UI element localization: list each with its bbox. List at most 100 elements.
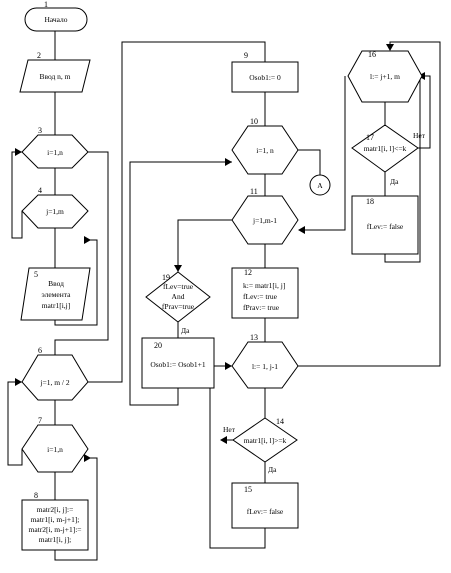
block-8-label-line-1: matr2[i, j]:= (37, 505, 74, 514)
block-18-label: fLev:= false (367, 222, 404, 231)
block-10-number: 10 (250, 117, 258, 126)
connector-a-label: A (317, 181, 323, 190)
block-3-loop (21, 134, 89, 169)
block-9-label: Osob1:= 0 (249, 73, 281, 82)
block-20-number: 20 (154, 341, 162, 350)
arrowhead (15, 148, 22, 156)
block-12-label-line-3: fPrav:= true (243, 303, 280, 312)
edge-15-loop13 (209, 365, 266, 549)
block-8-number: 8 (34, 491, 38, 500)
block-10-label: i=1, n (256, 146, 274, 155)
arrowhead (225, 362, 232, 370)
block-3-number: 3 (38, 126, 42, 135)
block-8-process (21, 499, 89, 551)
block-1-start-terminator (24, 7, 88, 32)
edge-loop3-exit-6 (54, 151, 109, 355)
block-14-branch-no: Нет (223, 425, 236, 434)
block-11-label: j=1,m-1 (252, 216, 277, 225)
arrowhead (225, 158, 232, 166)
edge-5-loop4 (54, 239, 98, 326)
block-3-label: i=1,n (47, 148, 63, 157)
block-14-number: 14 (276, 417, 284, 426)
block-12-process (231, 267, 299, 319)
block-13-number: 13 (250, 333, 258, 342)
block-5-label-line-1: Ввод (48, 279, 64, 288)
block-2-number: 2 (37, 51, 41, 60)
block-10-loop (231, 125, 299, 175)
block-4-number: 4 (38, 186, 42, 195)
block-18-number: 18 (366, 197, 374, 206)
block-19-label-line-3: fPrav=true (162, 302, 195, 311)
block-17-branch-no: Нет (413, 131, 426, 140)
block-19-label-line-1: fLev=true (163, 282, 194, 291)
connector-a (309, 174, 331, 196)
block-17-decision (351, 124, 419, 173)
block-6-number: 6 (38, 346, 42, 355)
block-4-label: j=1,m (45, 207, 64, 216)
block-11-loop (231, 195, 299, 245)
arrowhead (220, 436, 227, 444)
arrowhead (15, 378, 22, 386)
block-8-label-line-4: matr1[i, j]; (39, 535, 72, 544)
block-1-number: 1 (44, 0, 48, 9)
edge-18-loop16 (384, 76, 421, 263)
block-20-process (141, 337, 215, 389)
block-7-loop (21, 424, 89, 473)
block-20-label: Osob1:= Osob1+1 (150, 360, 206, 369)
block-17-number: 17 (366, 133, 374, 142)
block-5-input (20, 267, 91, 321)
block-2-input (19, 59, 91, 93)
block-6-label: j=1, m / 2 (39, 378, 69, 387)
block-4-loop (21, 194, 89, 229)
block-13-label: l:= 1, j-1 (252, 362, 278, 371)
block-12-number: 12 (244, 268, 252, 277)
edge-8-loop7 (54, 457, 98, 561)
block-7-label: i=1,n (47, 445, 63, 454)
arrowhead (84, 236, 91, 244)
block-1-label: Начало (44, 15, 67, 24)
arrowhead (174, 265, 182, 272)
block-17-label: matr1[i, l]<=k (364, 144, 407, 153)
edge-10-connector-A (298, 149, 321, 175)
block-5-label-line-3: matr1[i,j] (42, 301, 71, 310)
block-17-branch-yes: Да (390, 177, 399, 186)
block-19-decision (145, 271, 211, 323)
block-15-process (231, 482, 299, 529)
block-11-number: 11 (250, 187, 258, 196)
block-6-loop (21, 354, 89, 401)
block-2-label: Ввод n, m (39, 72, 70, 81)
block-19-number: 19 (162, 273, 170, 282)
arrowheads (15, 44, 425, 462)
edge-17-no-loop16 (418, 75, 431, 149)
arrowhead (386, 44, 394, 51)
block-13-loop (231, 341, 299, 389)
block-14-branch-yes: Да (268, 465, 277, 474)
block-9-process (231, 61, 299, 93)
block-16-number: 16 (368, 50, 376, 59)
block-14-decision (232, 417, 298, 463)
block-19-branch-yes: Да (181, 326, 190, 335)
block-9-number: 9 (244, 51, 248, 60)
block-18-process (351, 195, 419, 255)
block-7-number: 7 (38, 416, 42, 425)
block-8-label-line-2: matr1[i, m-j+1]; (31, 515, 80, 524)
block-16-loop (347, 50, 423, 103)
edge-loop4-exit-loop3 (11, 151, 23, 239)
block-5-label-line-2: элемента (42, 290, 72, 299)
edge-20-return-10 (129, 161, 232, 406)
block-8-label-line-3: matr2[i, m-j+1]:= (28, 525, 81, 534)
block-15-number: 15 (244, 485, 252, 494)
block-14-label: matr1[i, l]>=k (244, 436, 287, 445)
arrowhead (298, 226, 305, 234)
block-15-label: fLev:= false (247, 507, 284, 516)
block-19-label-line-2: And (172, 292, 185, 301)
block-12-label-line-2: fLev:= true (243, 292, 278, 301)
edge-11-exit-19 (177, 219, 232, 272)
edge-16-exit-11 (300, 76, 346, 231)
edge-6-exit-9 (88, 41, 266, 383)
block-12-label-line-1: k:= matr1[i, j] (243, 281, 285, 290)
block-16-label: l:= j+1, m (370, 72, 400, 81)
arrowhead (84, 454, 91, 462)
edge-loop7-exit-loop6 (7, 381, 23, 466)
